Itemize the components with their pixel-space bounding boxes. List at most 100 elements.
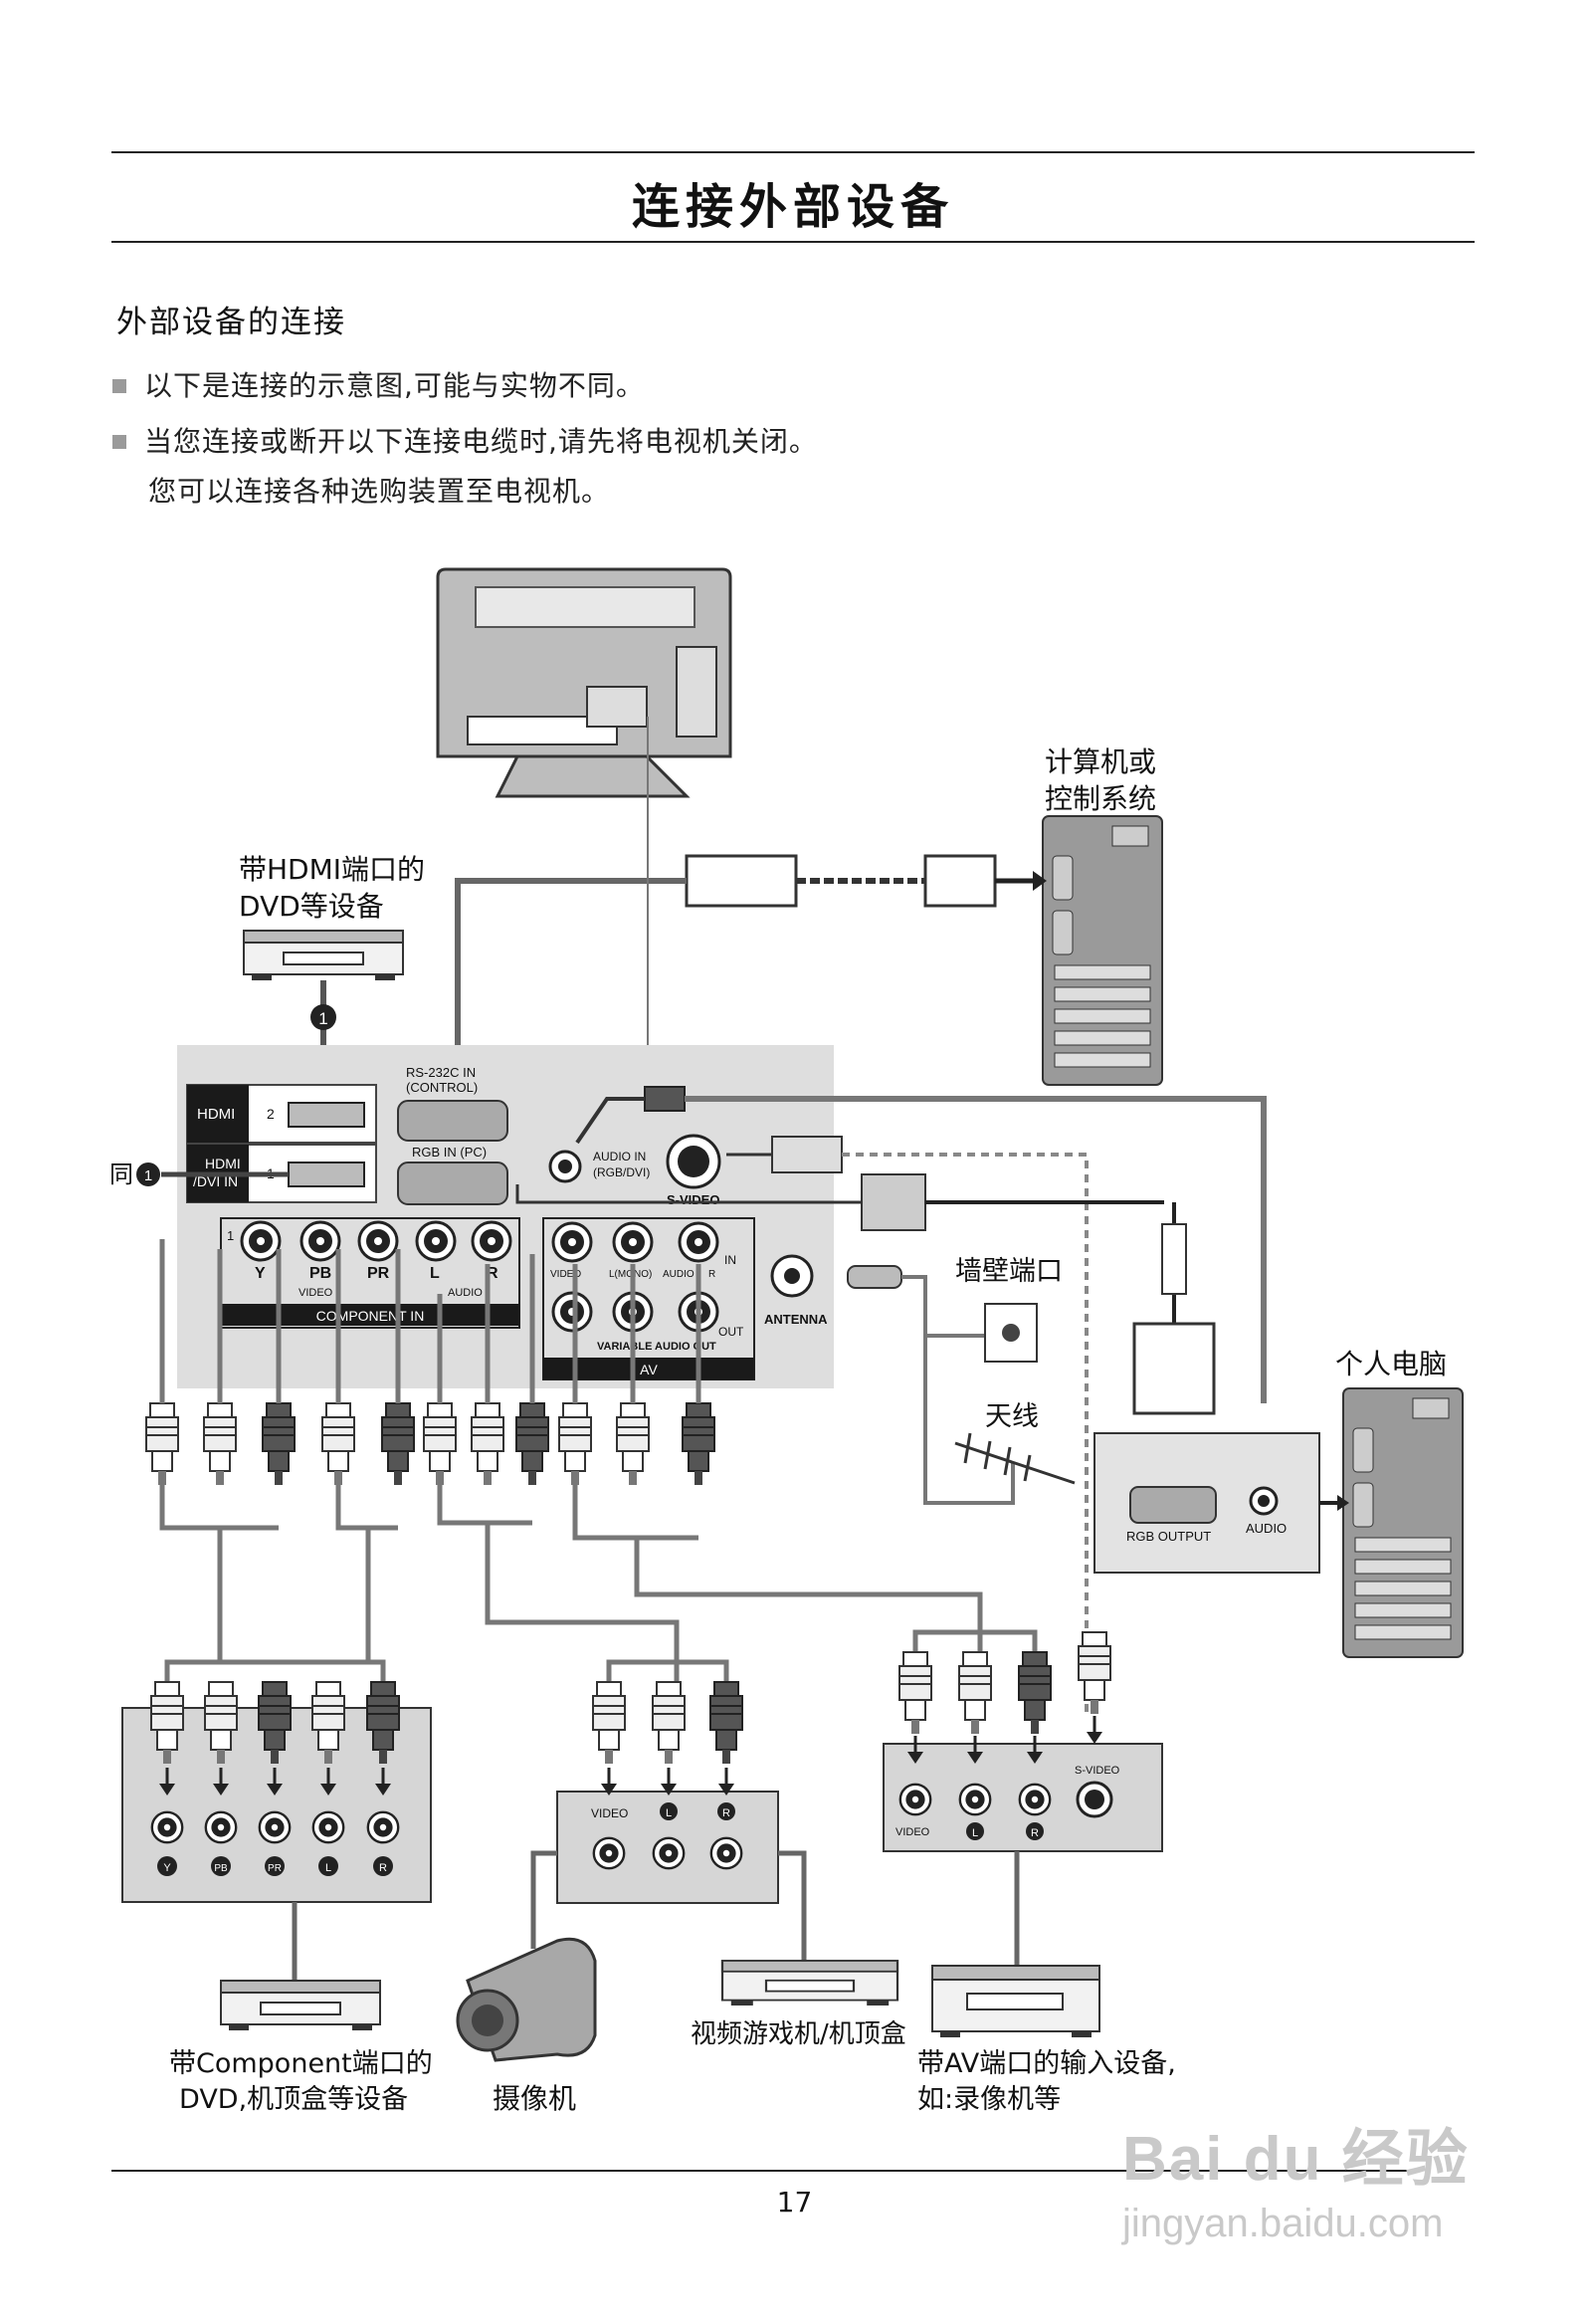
av-device-jack-label: VIDEO (895, 1826, 930, 1838)
device-label-game-console: 视频游戏机/机顶盒 (691, 2019, 906, 2049)
rgb-output-label: RGB OUTPUT (1126, 1529, 1211, 1544)
marker-1-icon (310, 1004, 336, 1030)
av-in-video-jack[interactable] (551, 1221, 593, 1263)
camcorder-jack (592, 1836, 626, 1870)
hdmi2-port[interactable] (288, 1102, 365, 1128)
variable-audio-out-label: VARIABLE AUDIO OUT (597, 1341, 716, 1353)
rs232-port[interactable] (397, 1100, 508, 1142)
rgb-in-port[interactable] (397, 1162, 508, 1205)
component-device-jack-label: PR (268, 1863, 282, 1874)
audio-in-label: AUDIO IN (593, 1150, 646, 1163)
footer-rule (111, 2170, 1415, 2172)
camcorder-jack-label: R (722, 1807, 730, 1819)
hdmi1-label: /DVI IN (193, 1173, 238, 1189)
rgb-cable (515, 1173, 1216, 1415)
av-row-label: VIDEO (550, 1269, 581, 1280)
av-in-l-jack[interactable] (612, 1221, 654, 1263)
camcorder-jack (709, 1836, 743, 1870)
rs232-label: (CONTROL) (406, 1080, 478, 1095)
av-device-jack-label: S-VIDEO (1075, 1765, 1120, 1777)
component-l-jack[interactable] (415, 1220, 457, 1262)
hdmi2-number: 2 (267, 1106, 275, 1122)
marker-number: 1 (318, 1009, 327, 1028)
bullet-square-icon (112, 435, 126, 449)
component-plug-row (145, 1402, 715, 1486)
bullet-item: 当您连接或断开以下连接电缆时,请先将电视机关闭。 (112, 420, 818, 460)
av-in-r-jack[interactable] (678, 1221, 719, 1263)
component-pr-jack[interactable] (357, 1220, 399, 1262)
av-device-plugs (898, 1631, 1111, 1735)
component-device-jack (366, 1810, 400, 1844)
av-in-label: IN (724, 1253, 736, 1267)
av-out-label: OUT (718, 1325, 744, 1339)
hdmi2-label: HDMI (197, 1106, 235, 1123)
av-device-jack-label: R (1031, 1827, 1039, 1839)
component-device-jack (311, 1810, 345, 1844)
s-video-cable (726, 1136, 1089, 1712)
page-number: 17 (776, 2186, 813, 2218)
marker-number: 1 (144, 1167, 152, 1184)
component-device-jack (258, 1810, 292, 1844)
component-device-jack-label: Y (163, 1862, 171, 1874)
component-in-bar (221, 1304, 519, 1326)
pc-tower-icon (1342, 1387, 1464, 1658)
device-label-antenna: 天线 (985, 1401, 1039, 1432)
s-video-label: S-VIDEO (667, 1192, 719, 1207)
av-device-jack-label: L (972, 1827, 978, 1839)
av-row-label: AUDIO (663, 1269, 695, 1280)
same-marker-label: 同 (109, 1161, 133, 1188)
rs232-cable (455, 854, 1047, 1105)
component-jack-label: PB (309, 1265, 331, 1282)
component-device-jack (204, 1810, 238, 1844)
camcorder-jack (652, 1836, 686, 1870)
av-device-jack (898, 1783, 932, 1816)
computer-tower-icon (1042, 815, 1163, 1086)
component-branch (164, 1659, 386, 1682)
component-r-jack[interactable] (471, 1220, 512, 1262)
device-label-computer: 控制系统 (1045, 782, 1156, 815)
dvd-player-icon (243, 930, 404, 981)
device-label-pc: 个人电脑 (1335, 1348, 1447, 1380)
component-sub-label: AUDIO (448, 1287, 483, 1299)
bullet-item: 以下是连接的示意图,可能与实物不同。 (112, 364, 645, 404)
camcorder-plugs (592, 1681, 743, 1765)
antenna-icon (954, 1432, 1076, 1485)
rgb-output-port (1129, 1486, 1217, 1524)
device-label-wall-port: 墙壁端口 (955, 1256, 1063, 1287)
component-device-jack-label: R (379, 1862, 387, 1874)
av-out-video-jack[interactable] (551, 1291, 593, 1333)
component-jack-label: Y (255, 1265, 266, 1282)
device-label-hdmi-dvd: 带HDMI端口的 (239, 853, 425, 886)
section-title: 外部设备的连接 (116, 305, 346, 340)
av-bar (543, 1358, 754, 1379)
bullet-square-icon (112, 379, 126, 393)
hdmi1-label: HDMI (205, 1156, 241, 1171)
component-y-jack[interactable] (240, 1220, 282, 1262)
audio-cable (575, 1086, 1267, 1403)
component-pb-jack[interactable] (299, 1220, 341, 1262)
pc-audio-label: AUDIO (1246, 1521, 1287, 1536)
bullet-continuation: 您可以连接各种选购装置至电视机。 (148, 475, 611, 508)
component-jack-label: PR (367, 1265, 390, 1282)
av-label: AV (640, 1362, 658, 1377)
game-console-icon (720, 1959, 899, 2007)
camcorder-jack-label: L (666, 1807, 672, 1819)
watermark-url: jingyan.baidu.com (1122, 2202, 1444, 2245)
cable-bundle (159, 1239, 983, 1682)
camcorder-jack-label: VIDEO (591, 1806, 628, 1820)
component-jack-label: L (430, 1265, 440, 1282)
av-row-label: R (708, 1269, 715, 1280)
av-device-jack (958, 1783, 992, 1816)
device-label-camcorder: 摄像机 (493, 2082, 576, 2115)
marker-1-icon (136, 1162, 160, 1186)
component-device-jack (150, 1810, 184, 1844)
component-sub-label: VIDEO (298, 1287, 333, 1299)
component-device-jack-label: PB (214, 1863, 228, 1874)
page-title: 连接外部设备 (631, 179, 954, 235)
component-in-label: COMPONENT IN (316, 1308, 425, 1324)
component-number: 1 (227, 1228, 234, 1243)
title-rule (111, 241, 1475, 243)
hdmi1-port[interactable] (288, 1162, 365, 1187)
device-label-computer: 计算机或 (1045, 745, 1156, 778)
device-label-component: DVD,机顶盒等设备 (179, 2084, 408, 2115)
